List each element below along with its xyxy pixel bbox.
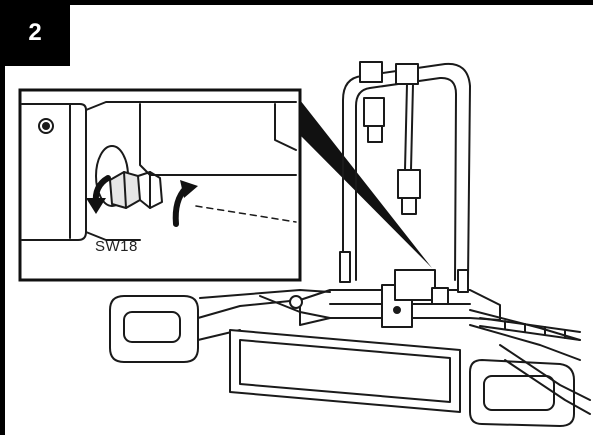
step-number: 2 (28, 19, 42, 46)
rotate-arrow-icon (86, 175, 111, 214)
right-light-unit (469, 359, 575, 427)
license-plate-frame (229, 329, 461, 413)
frame-clamp-upper-left (359, 61, 385, 143)
hex-nut (109, 171, 163, 209)
detail-inset (18, 88, 302, 282)
left-light-unit (109, 295, 301, 363)
callout-pointer (300, 100, 432, 268)
wrench-size-label: SW18 (95, 238, 138, 255)
step-number-badge: 2 (0, 0, 70, 66)
tighten-arrow-icon (172, 180, 198, 227)
carrier-assembly (109, 61, 591, 427)
frame-clamp-upper-right (395, 63, 421, 215)
wheel-strap (479, 317, 581, 341)
